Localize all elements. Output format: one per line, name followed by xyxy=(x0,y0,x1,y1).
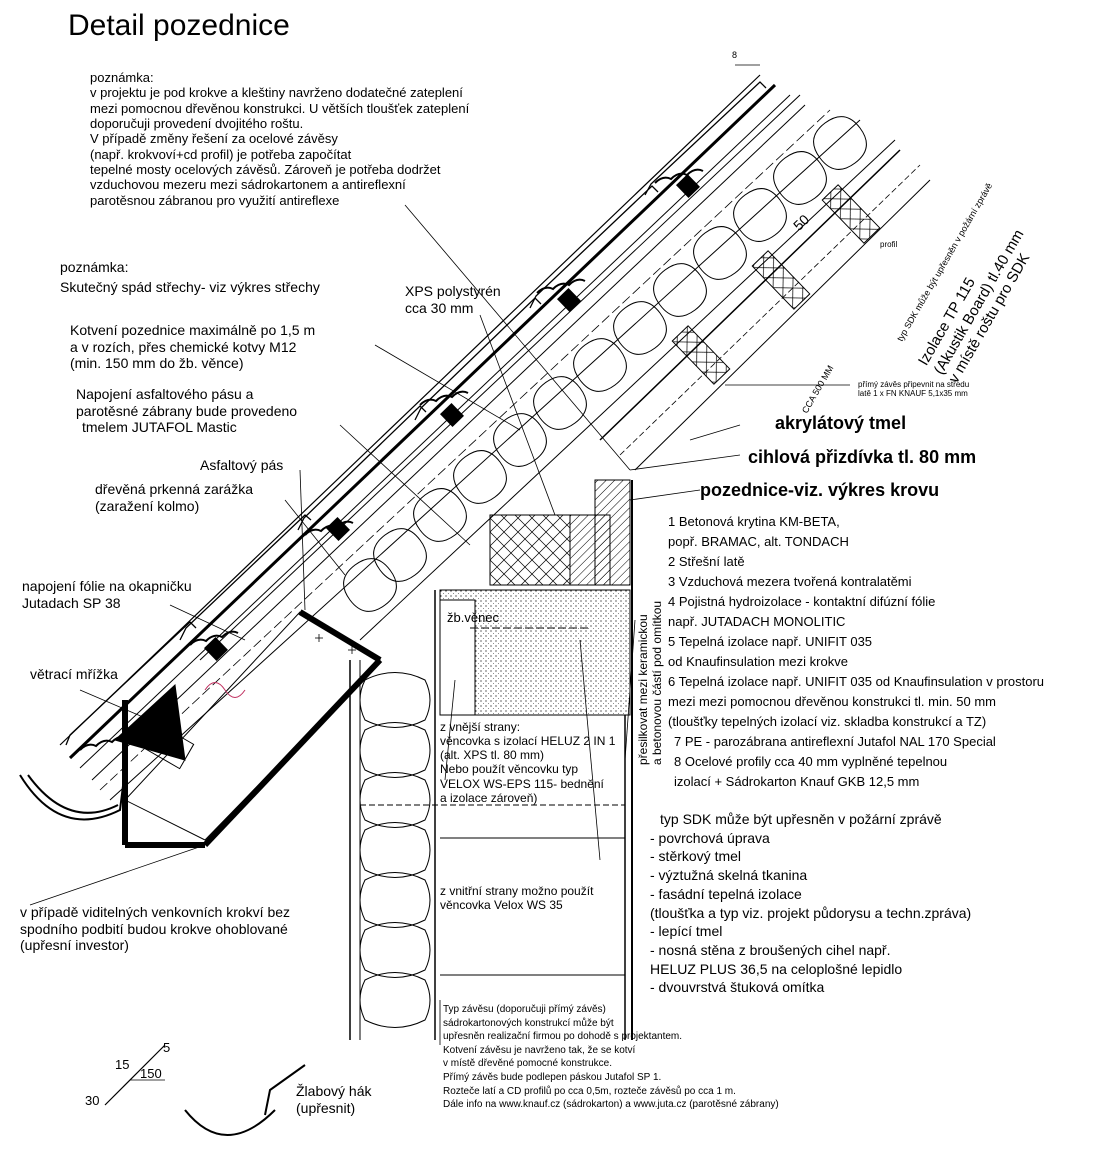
layer-item: izolací + Sádrokarton Knauf GKB 12,5 mm xyxy=(674,774,920,789)
note-line: poznámka: xyxy=(60,259,129,275)
layer-item: popř. BRAMAC, alt. TONDACH xyxy=(668,534,849,549)
layer-item: od Knaufinsulation mezi krokve xyxy=(668,654,848,669)
slope-indicator xyxy=(104,1044,166,1106)
wall-layer-legend: typ SDK může být upřesněn v požární zprá… xyxy=(650,811,972,996)
dim-30: 30 xyxy=(85,1093,100,1108)
note-line: doporučuji provedení dvojitého roštu. xyxy=(90,115,304,131)
layer-item: 2 Střešní latě xyxy=(668,554,745,569)
note-line: Skutečný spád střechy- viz výkres střech… xyxy=(60,278,320,295)
layer-item: 8 Ocelové profily cca 40 mm vyplněné tep… xyxy=(674,754,948,769)
leader-lines xyxy=(29,64,850,1045)
ring-beam xyxy=(439,589,631,716)
note-line: V případě změny řešení za ocelové závěsy xyxy=(90,131,338,147)
note-line: tepelné mosty ocelových závěsů. Zároveň … xyxy=(90,161,441,177)
label-ring-beam: žb.věnec xyxy=(447,610,500,625)
label-profil: profil xyxy=(880,240,898,249)
note-wall-plate-anchoring: Kotvení pozednice maximálně po 1,5 m a v… xyxy=(70,322,316,372)
layer-item: 6 Tepelná izolace např. UNIFIT 035 od Kn… xyxy=(668,674,1045,689)
label-wood-stop: dřevěná prkenná zarážka (zaražení kolmo) xyxy=(95,481,253,514)
rafter-insulation xyxy=(199,94,931,661)
note-hanger-type: Typ závěsu (doporučuji přímý závěs) sádr… xyxy=(443,1004,779,1111)
label-asphalt-strip: Asfaltový pás xyxy=(200,457,284,473)
label-acrylic-sealant: akrylátový tmel xyxy=(775,413,907,433)
exterior-wall xyxy=(349,480,633,1040)
layer-item: 7 PE - parozábrana antireflexní Jutafol … xyxy=(674,734,996,749)
note-vertical-render: přesilkovat mezi keramickou a betonovou … xyxy=(636,600,665,765)
note-line: mezi pomocnou dřevěnou konstrukci. U vět… xyxy=(90,100,470,116)
note-line: vzduchovou mezeru mezi sádrokartonem a a… xyxy=(90,177,406,193)
dim-5: 5 xyxy=(163,1040,171,1055)
note-hanger-fixing: přímý závěs připevnit na středu latě 1 x… xyxy=(858,380,970,399)
label-brick-lining: cihlová přizdívka tl. 80 mm xyxy=(748,447,977,467)
note-visible-rafters: v případě viditelných venkovních krokví … xyxy=(20,904,291,954)
dim-150: 150 xyxy=(140,1066,162,1081)
note-line: poznámka: xyxy=(90,70,154,85)
note-suspension-insulation: poznámka: v projektu je pod krokve a kle… xyxy=(90,70,469,208)
roof-covering xyxy=(59,74,861,801)
eaves-soffit xyxy=(114,609,383,848)
dim-15: 15 xyxy=(115,1057,130,1072)
layer-item: např. JUTADACH MONOLITIC xyxy=(668,614,846,629)
dim-8: 8 xyxy=(732,50,738,60)
layer-item: 5 Tepelná izolace např. UNIFIT 035 xyxy=(668,634,873,649)
note-line: (např. krokvoví+cd profil) je potřeba za… xyxy=(90,146,352,162)
layer-item: 3 Vzduchová mezera tvořená kontralatěmi xyxy=(668,574,912,589)
label-foil-joint: napojení fólie na okapničku Jutadach SP … xyxy=(22,578,192,611)
note-line: v projektu je pod krokve a kleštiny navr… xyxy=(90,85,463,101)
layer-item: 1 Betonová krytina KM-BETA, xyxy=(668,514,840,529)
ring-beam-cross xyxy=(315,634,356,654)
layer-item: mezi mezi pomocnou dřevěnou konstrukci t… xyxy=(668,694,997,709)
layer-item: 4 Pojistná hydroizolace - kontaktní difú… xyxy=(668,594,936,609)
label-vent-grille: větrací mřížka xyxy=(30,666,118,682)
layer-item: (tloušťky tepelných izolací viz. skladba… xyxy=(668,714,987,729)
layer-legend: 1 Betonová krytina KM-BETA, popř. BRAMAC… xyxy=(668,512,1044,792)
label-xps: XPS polystyrén cca 30 mm xyxy=(405,283,501,316)
note-inner-side: z vnitřní strany možno použít věncovka V… xyxy=(440,884,594,913)
note-asphalt-joint: Napojení asfaltového pásu a parotěsné zá… xyxy=(76,386,298,436)
note-roof-slope: poznámka: Skutečný spád střechy- viz výk… xyxy=(60,259,320,295)
page-title: Detail pozednice xyxy=(68,9,290,42)
label-wall-plate: pozednice-viz. výkres krovu xyxy=(700,480,940,500)
gutter xyxy=(19,769,126,821)
gutter-hook xyxy=(184,1064,306,1136)
note-outer-side: z vnější strany: věncovka s izolací HELU… xyxy=(440,720,616,805)
label-gutter-hook: Žlabový hák (upřesnit) xyxy=(296,1083,372,1116)
wall-plate xyxy=(489,479,631,586)
roof-battens xyxy=(203,173,701,662)
note-line: parotěsnou zábranou pro využití antirefl… xyxy=(90,192,340,208)
